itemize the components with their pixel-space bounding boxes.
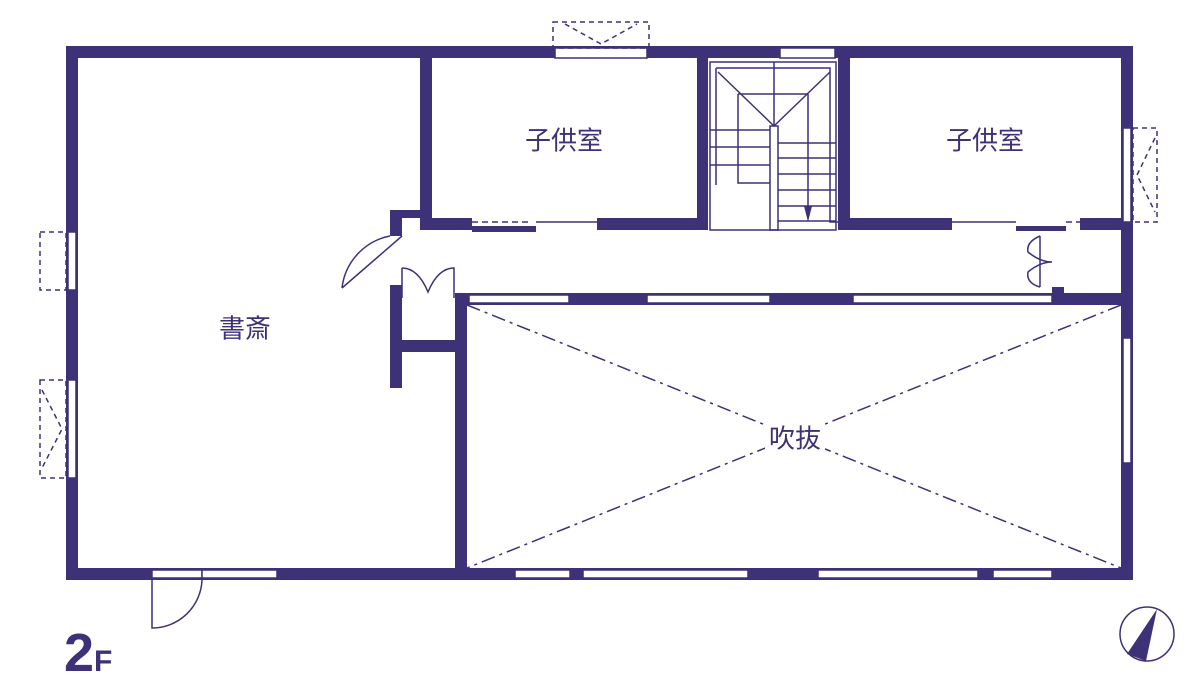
room-label-study: 書斎 bbox=[218, 314, 272, 345]
room-label-kids-room-2: 子供室 bbox=[945, 126, 1025, 157]
floor-number: 2 bbox=[64, 623, 95, 683]
room-label-kids-room-1: 子供室 bbox=[524, 126, 604, 157]
room-label-atrium: 吹抜 bbox=[764, 418, 826, 456]
floor-label: 2F bbox=[64, 622, 112, 684]
fixtures bbox=[39, 21, 1158, 629]
stair-direction-arrow bbox=[804, 206, 812, 222]
north-arrow-icon bbox=[1119, 606, 1175, 662]
windows bbox=[67, 47, 1132, 579]
floor-suffix: F bbox=[94, 645, 113, 678]
